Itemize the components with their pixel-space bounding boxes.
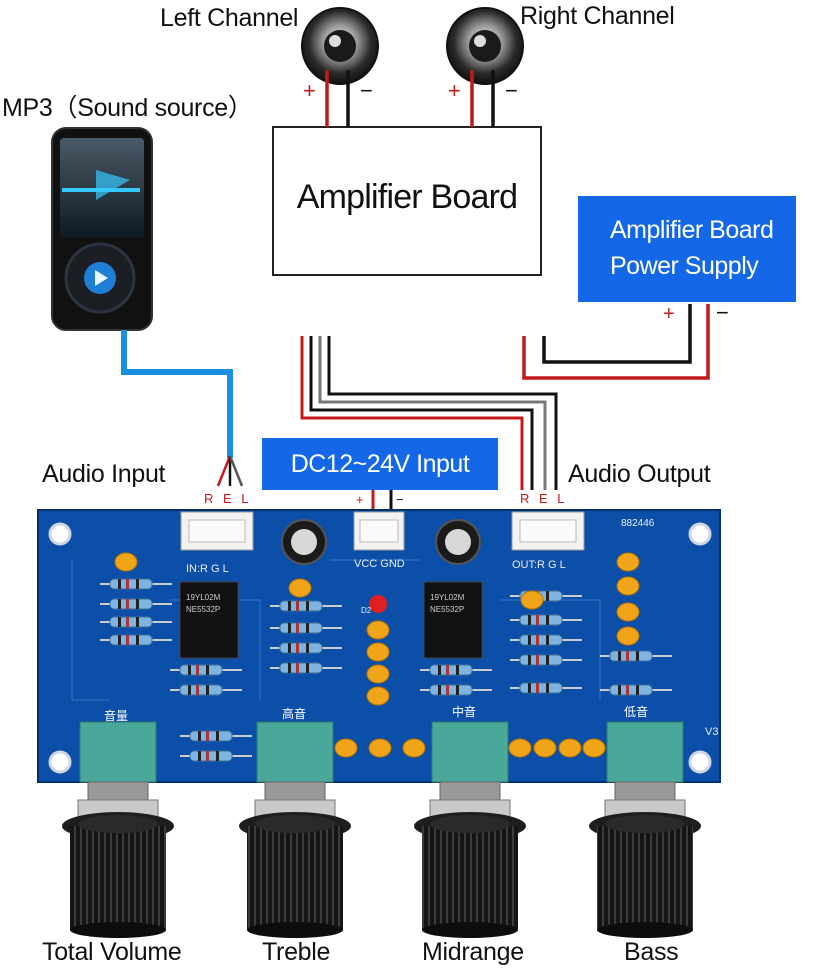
left-speaker-minus: −	[360, 78, 373, 103]
knobs	[62, 721, 701, 938]
audio-input-label: Audio Input	[42, 460, 166, 488]
resistors	[100, 578, 672, 762]
dc-input-box: DC12~24V Input	[262, 438, 498, 490]
amplifier-board-label: Amplifier Board	[296, 178, 518, 216]
right-channel-label: Right Channel	[520, 2, 675, 30]
dc-input-wires	[371, 490, 393, 512]
ic1-date-code: 19YL02M	[186, 593, 221, 602]
dc-minus: −	[396, 492, 404, 507]
right-speaker-plus: +	[448, 78, 461, 103]
ic1-label: NE5532P	[186, 605, 220, 614]
left-speaker-icon	[301, 7, 379, 85]
vcc-gnd-label: VCC GND	[354, 558, 405, 570]
version-label: V3	[705, 726, 718, 738]
power-supply-wires	[522, 304, 710, 380]
amplifier-board-box: Amplifier Board	[272, 126, 542, 276]
treble-label: Treble	[262, 938, 331, 966]
dc-input-label: DC12~24V Input	[290, 450, 470, 478]
mp3-player-icon	[51, 127, 153, 331]
amp-output-wires	[300, 336, 558, 490]
treble-cn-label: 高音	[282, 706, 306, 721]
total-volume-label: Total Volume	[42, 938, 182, 966]
power-supply-label-line2: Power Supply	[610, 252, 759, 280]
in-header-label: IN:R G L	[186, 563, 229, 575]
bass-cn-label: 低音	[624, 704, 648, 719]
mid-cn-label: 中音	[452, 704, 476, 719]
output-pin-labels: R E L	[520, 491, 568, 506]
volume-cn-label: 音量	[104, 708, 128, 723]
right-speaker-minus: −	[505, 78, 518, 103]
ic2-date-code: 19YL02M	[430, 593, 465, 602]
input-pin-labels: R E L	[204, 491, 252, 506]
ic2-label: NE5532P	[430, 605, 464, 614]
audio-cable-leads	[216, 455, 244, 487]
power-plus: +	[663, 303, 675, 325]
ceramic-capacitors	[114, 552, 640, 758]
audio-cable	[121, 330, 233, 458]
board-code-label: 882446	[621, 518, 655, 529]
out-header-label: OUT:R G L	[512, 559, 566, 571]
led-label: D2	[361, 606, 372, 615]
power-minus: −	[716, 300, 729, 325]
right-speaker-icon	[446, 7, 524, 85]
power-supply-box: Amplifier Board Power Supply	[578, 196, 796, 302]
audio-output-label: Audio Output	[568, 460, 711, 488]
power-supply-label-line1: Amplifier Board	[610, 216, 774, 244]
speaker-wires	[325, 70, 495, 127]
mp3-label: MP3（Sound source）	[2, 94, 253, 122]
left-channel-label: Left Channel	[160, 4, 299, 32]
midrange-label: Midrange	[422, 938, 524, 966]
left-speaker-plus: +	[303, 78, 316, 103]
dc-plus: +	[356, 492, 364, 507]
bass-label: Bass	[624, 938, 679, 966]
